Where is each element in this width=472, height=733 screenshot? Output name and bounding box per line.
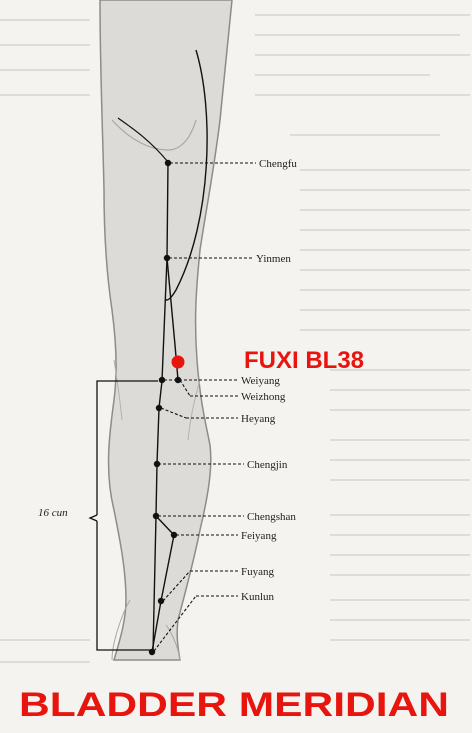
highlight-label: FUXI BL38 <box>244 347 364 374</box>
point-heyang <box>155 404 163 412</box>
label-feiyang: Feiyang <box>241 530 277 542</box>
label-kunlun: Kunlun <box>241 591 275 603</box>
leader-lines <box>153 162 256 652</box>
label-heyang: Heyang <box>241 413 276 425</box>
measure-bracket <box>88 380 158 651</box>
acupoints <box>148 159 182 656</box>
point-weiyang <box>158 376 166 384</box>
point-chengjin <box>153 460 161 468</box>
label-chengfu: Chengfu <box>259 158 297 170</box>
label-weiyang: Weiyang <box>241 375 280 387</box>
label-yinmen: Yinmen <box>256 253 291 265</box>
point-feiyang <box>170 531 178 539</box>
label-chengjin: Chengjin <box>247 459 288 471</box>
highlight-point-fuxi <box>171 355 185 369</box>
point-chengshan <box>152 512 160 520</box>
point-kunlun <box>148 648 156 656</box>
point-fuyang <box>157 597 165 605</box>
point-yinmen <box>163 254 171 262</box>
leg-illustration <box>99 0 233 661</box>
point-chengfu <box>164 159 172 167</box>
point-labels: Chengfu Yinmen Weiyang Weizhong Heyang C… <box>241 158 297 603</box>
point-weizhong <box>174 376 182 384</box>
measure-label: 16 cun <box>38 507 68 519</box>
background-page-text <box>0 14 470 663</box>
label-weizhong: Weizhong <box>241 391 286 403</box>
page-title: BLADDER MERIDIAN <box>19 686 449 724</box>
label-chengshan: Chengshan <box>247 511 296 523</box>
label-fuyang: Fuyang <box>241 566 275 578</box>
